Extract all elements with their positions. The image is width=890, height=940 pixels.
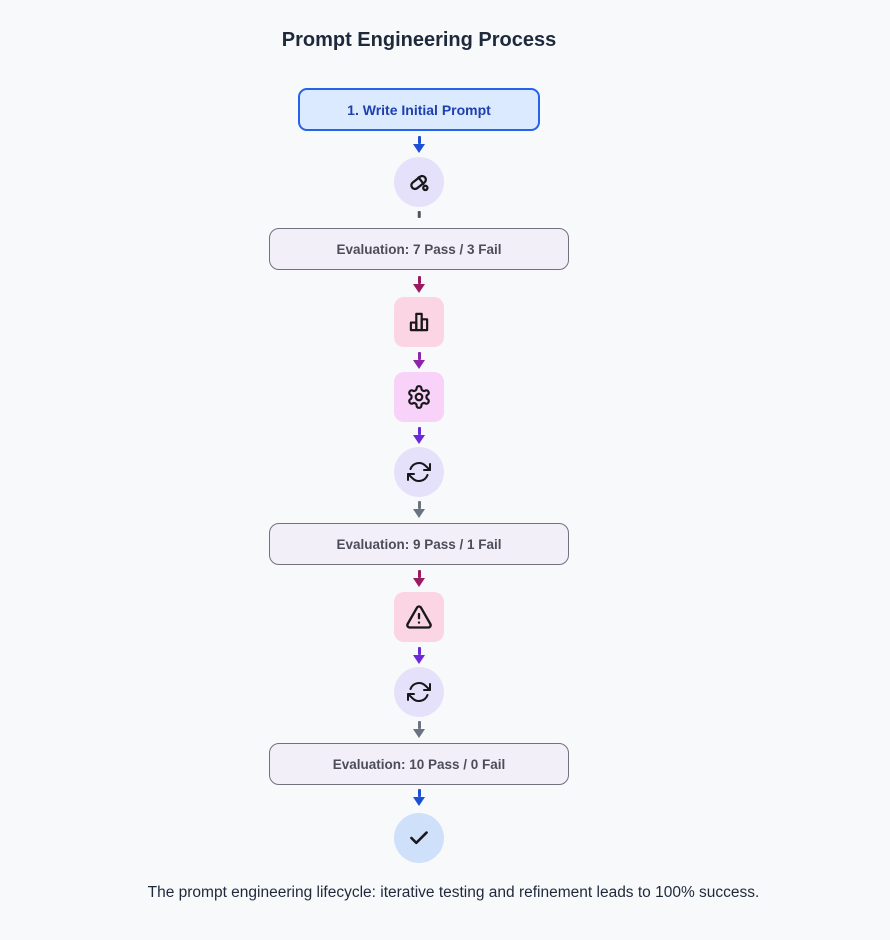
arrow-stem (417, 501, 421, 509)
evaluation-label: Evaluation: 7 Pass / 3 Fail (336, 241, 502, 257)
bar-chart-icon (409, 312, 429, 332)
flow-arrow (413, 352, 425, 370)
pen-icon (409, 174, 429, 191)
refresh-icon-node (394, 447, 444, 497)
evaluation-label: Evaluation: 10 Pass / 0 Fail (332, 756, 506, 772)
arrow-head (413, 284, 425, 293)
refresh-icon (407, 462, 431, 482)
flow-arrow (413, 789, 425, 807)
arrow-head (413, 655, 425, 664)
arrow-head (413, 144, 425, 153)
arrow-head (413, 797, 425, 806)
arrow-stem (417, 276, 421, 284)
flow-arrow (413, 427, 425, 445)
gear-icon-node (394, 372, 444, 422)
alert-triangle-icon (406, 605, 432, 629)
arrow-stem (417, 789, 421, 797)
flow-arrow (413, 276, 425, 294)
arrow-stem (417, 136, 421, 144)
flow-arrow (413, 136, 425, 154)
arrow-stem (417, 647, 421, 655)
diagram-title: Prompt Engineering Process (281, 29, 557, 51)
diagram-caption: The prompt engineering lifecycle: iterat… (147, 884, 760, 901)
arrow-stem (417, 427, 421, 435)
arrow-head (413, 360, 425, 369)
arrow-head (413, 578, 425, 587)
alert-triangle-icon-node (394, 592, 444, 642)
arrow-stem (417, 570, 421, 578)
arrow-head (413, 435, 425, 444)
evaluation-node-3: Evaluation: 10 Pass / 0 Fail (269, 743, 569, 785)
flow-arrow (413, 501, 425, 519)
flow-arrow (413, 721, 425, 739)
evaluation-node-1: Evaluation: 7 Pass / 3 Fail (269, 228, 569, 270)
refresh-icon-node (394, 667, 444, 717)
evaluation-label: Evaluation: 9 Pass / 1 Fail (336, 536, 502, 552)
dotted-connector (417, 211, 421, 218)
arrow-head (413, 509, 425, 518)
check-icon-node (394, 813, 444, 863)
bar-chart-icon-node (394, 297, 444, 347)
evaluation-node-2: Evaluation: 9 Pass / 1 Fail (269, 523, 569, 565)
arrow-head (413, 729, 425, 738)
start-node-label: 1. Write Initial Prompt (347, 101, 491, 118)
arrow-stem (417, 352, 421, 360)
start-node: 1. Write Initial Prompt (298, 88, 540, 131)
flow-arrow (413, 647, 425, 665)
arrow-stem (417, 721, 421, 729)
pen-icon-node (394, 157, 444, 207)
refresh-icon (407, 682, 431, 702)
check-icon (410, 831, 428, 845)
gear-icon (408, 385, 430, 409)
flow-arrow (413, 570, 425, 588)
